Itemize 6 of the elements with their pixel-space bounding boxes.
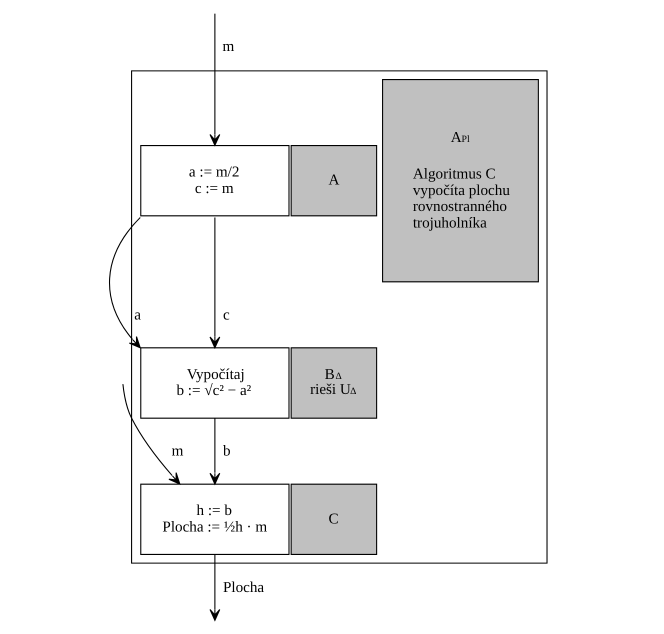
edge-label: b — [222, 444, 230, 460]
edge-label: c — [222, 307, 230, 324]
edge-label: m — [171, 444, 183, 460]
edge-label: a — [134, 307, 141, 324]
edge-label: Plocha — [222, 580, 264, 596]
edge-label: m — [222, 39, 234, 56]
